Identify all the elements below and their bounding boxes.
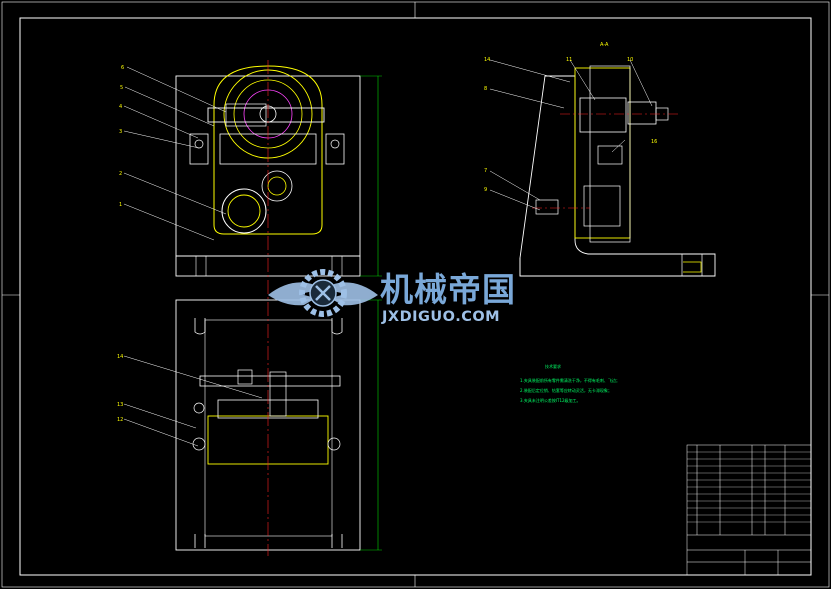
leader-lines	[123, 59, 653, 447]
callout-label: 3	[119, 129, 122, 135]
title-block	[686, 444, 812, 576]
notes-line: 1.夹具装配前所有零件需清洗干净，不得有毛刺、飞边；	[520, 377, 620, 383]
callouts-front: 6 5 4 3 2 1	[119, 65, 124, 208]
technical-notes: 技术要求 1.夹具装配前所有零件需清洗干净，不得有毛刺、飞边； 2.装配后定位销…	[520, 363, 620, 403]
callout-label: 8	[484, 86, 487, 92]
watermark-logo	[268, 269, 378, 317]
notes-line: 2.装配后定位销、钻套等应转动灵活，无卡滞现象；	[520, 387, 612, 393]
callout-label: 6	[121, 65, 124, 71]
watermark-cn: 机械帝国	[380, 270, 516, 309]
callout-label: 11	[566, 57, 572, 63]
watermark-en: JXDIGUO.COM	[381, 309, 500, 325]
plan-view	[175, 299, 382, 551]
callouts-side: 14 11 10 8 16 7 9 A-A	[484, 42, 657, 193]
callout-label: 14	[117, 354, 123, 360]
sheet-inner-border	[19, 17, 812, 576]
side-view	[519, 65, 716, 277]
callouts-bottom: 14 13 12	[117, 354, 123, 423]
callout-label: 10	[627, 57, 633, 63]
notes-line: 3.夹具未注明公差按IT12级加工。	[520, 397, 581, 403]
callout-label: 14	[484, 57, 490, 63]
callout-label: 5	[120, 85, 123, 91]
callout-label: 4	[119, 104, 122, 110]
callout-label: 12	[117, 417, 123, 423]
front-view	[175, 65, 382, 277]
callout-label: 13	[117, 402, 123, 408]
section-label: A-A	[600, 42, 609, 48]
callout-label: 7	[484, 168, 487, 174]
callout-label: 1	[119, 202, 122, 208]
callout-label: 9	[484, 187, 487, 193]
callout-label: 2	[119, 171, 122, 177]
notes-title: 技术要求	[545, 363, 561, 369]
callout-label: 16	[651, 139, 657, 145]
